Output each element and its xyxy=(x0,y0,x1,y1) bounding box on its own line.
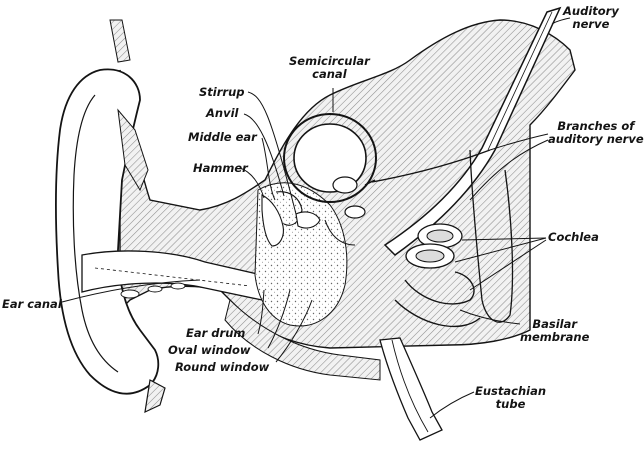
label-semicircular-canal: Semicircular canal xyxy=(289,55,370,81)
label-eustachian-tube: Eustachian tube xyxy=(475,385,546,411)
label-branches-auditory-nerve: Branches of auditory nerve xyxy=(548,120,644,146)
label-oval-window: Oval window xyxy=(168,344,251,357)
label-hammer: Hammer xyxy=(193,162,248,175)
label-cochlea: Cochlea xyxy=(548,231,599,244)
label-auditory-nerve: Auditory nerve xyxy=(563,5,619,31)
label-anvil: Anvil xyxy=(206,107,238,120)
temporal-strip xyxy=(110,20,130,62)
label-ear-drum: Ear drum xyxy=(186,327,245,340)
label-basilar-membrane: Basilar membrane xyxy=(520,318,589,344)
label-ear-canal: Ear canal xyxy=(2,298,62,311)
label-middle-ear: Middle ear xyxy=(188,131,257,144)
label-round-window: Round window xyxy=(175,361,269,374)
label-stirrup: Stirrup xyxy=(199,86,244,99)
eustachian-tube xyxy=(380,338,442,440)
